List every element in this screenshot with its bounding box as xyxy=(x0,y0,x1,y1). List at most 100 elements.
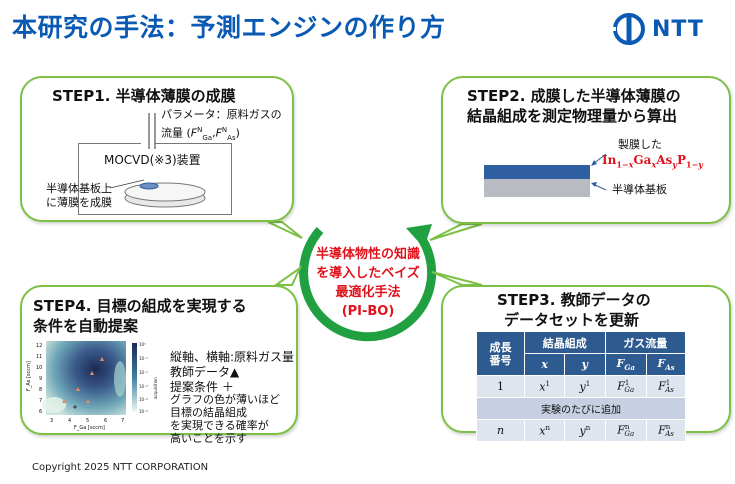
x-ticks: 3 4 5 6 7 xyxy=(50,418,124,424)
method-line2: を導入したベイズ xyxy=(316,266,420,281)
substrate-label: 半導体基板 xyxy=(612,183,667,196)
step4-desc4: グラフの色が薄いほど xyxy=(170,393,280,406)
training-point xyxy=(86,399,90,403)
step3-heading-line2: データセットを更新 xyxy=(504,311,640,329)
step1-param-line2: 流量 (FNGa,FNAs) xyxy=(161,126,240,142)
th-growth-number: 成長番号 xyxy=(476,331,525,376)
substrate-note-line2: に薄膜を成膜 xyxy=(46,196,112,209)
cell-x: xn xyxy=(523,419,566,442)
substrate-pointer xyxy=(110,179,144,189)
cbar-tick: 10⁻¹ xyxy=(139,356,148,361)
cell-note: 実験のたびに追加 xyxy=(476,397,686,420)
th-y: y xyxy=(564,353,606,376)
cell-y: y1 xyxy=(564,375,606,398)
step4-desc5: 目標の結晶組成 xyxy=(170,406,247,419)
mocvd-label: MOCVD(※3)装置 xyxy=(104,153,201,167)
training-point xyxy=(62,399,66,403)
cell-y: yn xyxy=(564,419,606,442)
y-tick: 8 xyxy=(39,387,42,393)
step3-heading-line1: STEP3. 教師データの xyxy=(497,291,651,309)
mocvd-chamber-top xyxy=(78,143,232,144)
x-axis-label: F_Ga [sccm] xyxy=(74,425,105,431)
y-tick: 9 xyxy=(39,376,42,382)
y-tick: 12 xyxy=(36,343,42,349)
param-sup-ga: N xyxy=(197,126,203,134)
y-axis-label: F_As [sccm] xyxy=(26,361,32,391)
wafer xyxy=(139,182,159,190)
training-point xyxy=(76,387,80,391)
y-ticks: 12 11 10 9 8 7 6 xyxy=(36,343,42,415)
layer-pointers xyxy=(591,153,607,191)
step2-panel xyxy=(441,76,731,224)
y-tick: 10 xyxy=(36,365,42,371)
cell-fga: FnGa xyxy=(604,419,647,442)
param-f-ga: F xyxy=(190,126,198,140)
cycle-arc xyxy=(299,227,437,342)
th-growth-line2: 番号 xyxy=(489,353,512,367)
x-tick: 5 xyxy=(86,418,89,424)
cell-x: x1 xyxy=(523,375,566,398)
training-point xyxy=(100,357,104,361)
th-x: x xyxy=(523,353,566,376)
step4-desc2: 教師データ▲ xyxy=(170,365,240,379)
cell-n: 1 xyxy=(476,375,525,398)
step1-param-line1: パラメータ：原料ガスの xyxy=(161,108,282,121)
step4-heading-line1: STEP4. 目標の組成を実現する xyxy=(33,297,247,315)
training-data-table: 成長番号 結晶組成 ガス流量 x y FGa FAs 1 x1 y1 F1Ga … xyxy=(476,331,687,442)
param-sub-as: As xyxy=(227,133,236,142)
proposed-point xyxy=(73,405,77,409)
th-fga: FGa xyxy=(604,353,647,376)
param-sup-as: N xyxy=(221,126,228,134)
training-point xyxy=(90,371,94,375)
cycle-arrowhead xyxy=(406,224,432,248)
x-tick: 7 xyxy=(121,418,124,424)
film-label: 製膜した xyxy=(618,138,662,151)
film-formula: In1−xGaxAsyP1−y xyxy=(602,153,703,170)
training-points xyxy=(62,357,104,403)
table-row-note: 実験のたびに追加 xyxy=(476,397,686,420)
th-fas: FAs xyxy=(645,353,687,376)
step1-heading: STEP1. 半導体薄膜の成膜 xyxy=(52,87,236,105)
method-label: 半導体物性の知識 を導入したベイズ 最適化手法 (PI-BO) xyxy=(294,245,442,321)
cell-fas: FnAs xyxy=(645,419,687,442)
cbar-tick: 10⁻³ xyxy=(139,384,148,389)
step4-heading-line2: 条件を自動提案 xyxy=(33,317,139,335)
acquisition-heatmap: F_As [sccm] 12 11 10 9 8 7 6 3 4 5 6 7 F… xyxy=(26,341,158,431)
cbar-tick: 10⁻⁵ xyxy=(139,409,148,414)
page-title: 本研究の手法：予測エンジンの作り方 xyxy=(12,13,446,42)
method-line4: (PI-BO) xyxy=(341,304,395,319)
step4-desc3: 提案条件 ＋ xyxy=(170,380,234,394)
cycle-arrow xyxy=(299,224,437,342)
step2-heading-line1: STEP2. 成膜した半導体薄膜の xyxy=(467,87,681,105)
colorbar-label: acquisition xyxy=(153,377,158,399)
logo-text: NTT xyxy=(652,16,704,42)
step2-heading-line2: 結晶組成を測定物理量から算出 xyxy=(467,107,678,125)
y-tick: 6 xyxy=(39,409,42,415)
method-line3: 最適化手法 xyxy=(335,285,401,300)
step4-desc1: 縦軸、横軸:原料ガス量 xyxy=(170,350,295,364)
x-tick: 4 xyxy=(68,418,71,424)
y-tick: 7 xyxy=(39,398,42,404)
colorbar xyxy=(132,343,137,411)
y-tick: 11 xyxy=(36,354,42,360)
x-tick: 3 xyxy=(50,418,53,424)
cbar-tick: 10⁻² xyxy=(139,370,148,375)
mocvd-chamber xyxy=(78,143,232,215)
th-gas: ガス流量 xyxy=(604,331,686,354)
colorbar-ticks: 10⁰ 10⁻¹ 10⁻² 10⁻³ 10⁻⁴ 10⁻⁵ xyxy=(139,342,148,414)
th-crystal: 結晶組成 xyxy=(524,331,606,354)
table-row: n xn yn FnGa FnAs xyxy=(476,419,687,442)
step4-desc6: を実現できる確率が xyxy=(170,419,269,432)
param-prefix: 流量 ( xyxy=(161,126,191,140)
substrate-layer xyxy=(484,179,590,197)
film-layer xyxy=(484,165,590,179)
th-growth-line1: 成長 xyxy=(489,340,512,354)
method-line1: 半導体物性の知識 xyxy=(315,247,420,262)
step4-desc7: 高いことを示す xyxy=(170,432,247,445)
cbar-tick: 10⁻⁴ xyxy=(139,397,148,402)
x-tick: 6 xyxy=(104,418,107,424)
ntt-logo-icon xyxy=(612,13,645,45)
table-row: 1 x1 y1 F1Ga F1As xyxy=(476,375,687,398)
cell-n: n xyxy=(476,419,525,442)
substrate-note-line1: 半導体基板上 xyxy=(46,182,112,195)
